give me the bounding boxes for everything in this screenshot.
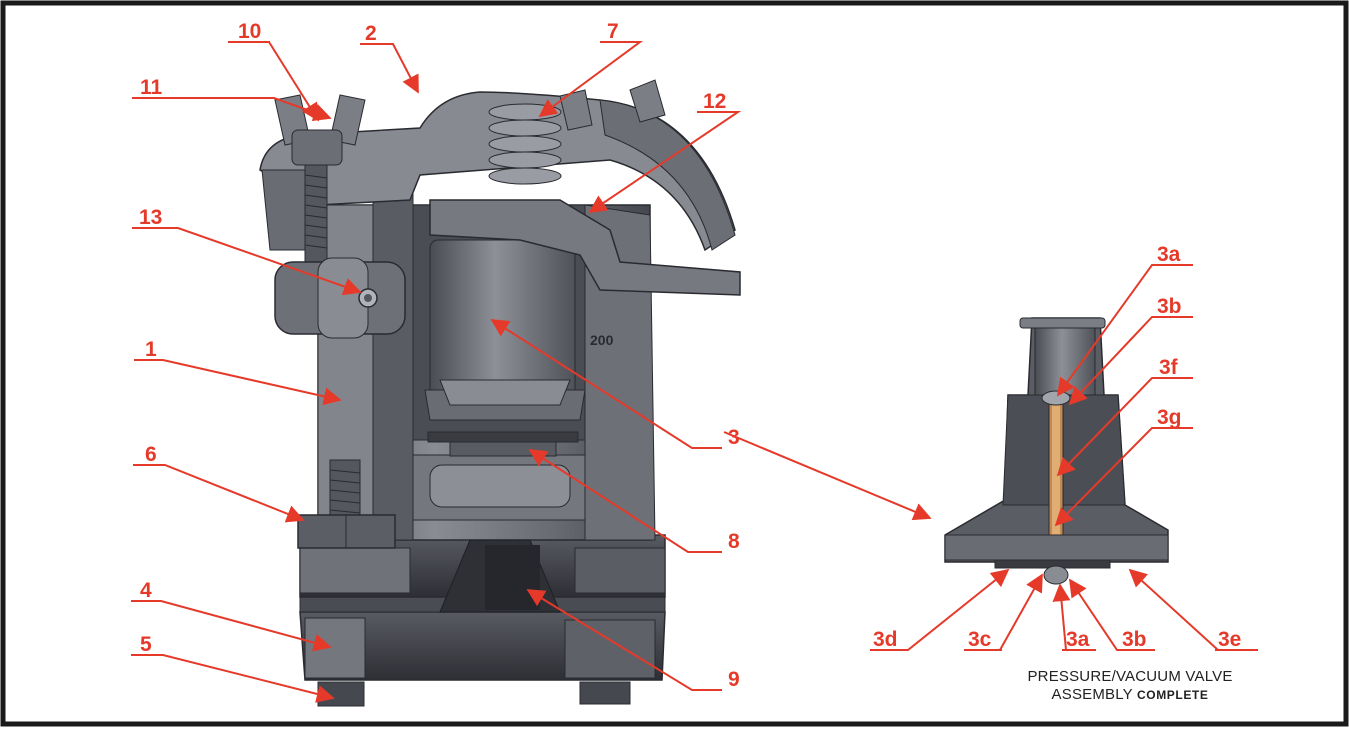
callout-3b-top: 3b [1157,295,1182,318]
callout-12: 12 [703,90,726,113]
caption-line-2-prefix: ASSEMBLY [1051,686,1133,703]
callout-3: 3 [728,426,740,449]
pv-valve-caption: PRESSURE/VACUUM VALVE ASSEMBLY COMPLETE [900,668,1349,704]
callout-11: 11 [140,76,163,99]
callout-3g: 3g [1157,406,1182,429]
callout-9: 9 [728,668,740,691]
callout-10: 10 [238,20,261,43]
callout-4: 4 [140,579,152,602]
callout-3b-bottom: 3b [1122,628,1147,651]
callout-3c: 3c [968,628,992,651]
callout-labels: 10 2 7 12 11 13 1 6 3 8 9 4 5 3a 3b 3f 3… [139,20,1241,691]
callout-6: 6 [145,443,157,466]
caption-line-2-bold: COMPLETE [1137,688,1209,702]
callout-7: 7 [607,20,619,43]
callout-13: 13 [139,206,162,229]
callout-5: 5 [140,633,152,656]
callout-8: 8 [728,530,740,553]
label-underlines [131,41,1256,691]
callout-3a-top: 3a [1157,243,1181,266]
caption-line-2: ASSEMBLY COMPLETE [900,686,1349,704]
callout-3d: 3d [873,628,898,651]
body-marking: 200 [590,332,614,348]
callout-2: 2 [365,22,377,45]
caption-line-1: PRESSURE/VACUUM VALVE [1027,668,1233,685]
main-valve-cutaway: 200 [259,79,741,707]
callout-1: 1 [145,338,157,361]
callout-3f: 3f [1159,356,1179,379]
callout-3e: 3e [1218,628,1241,651]
callout-3a-bottom: 3a [1066,628,1090,651]
